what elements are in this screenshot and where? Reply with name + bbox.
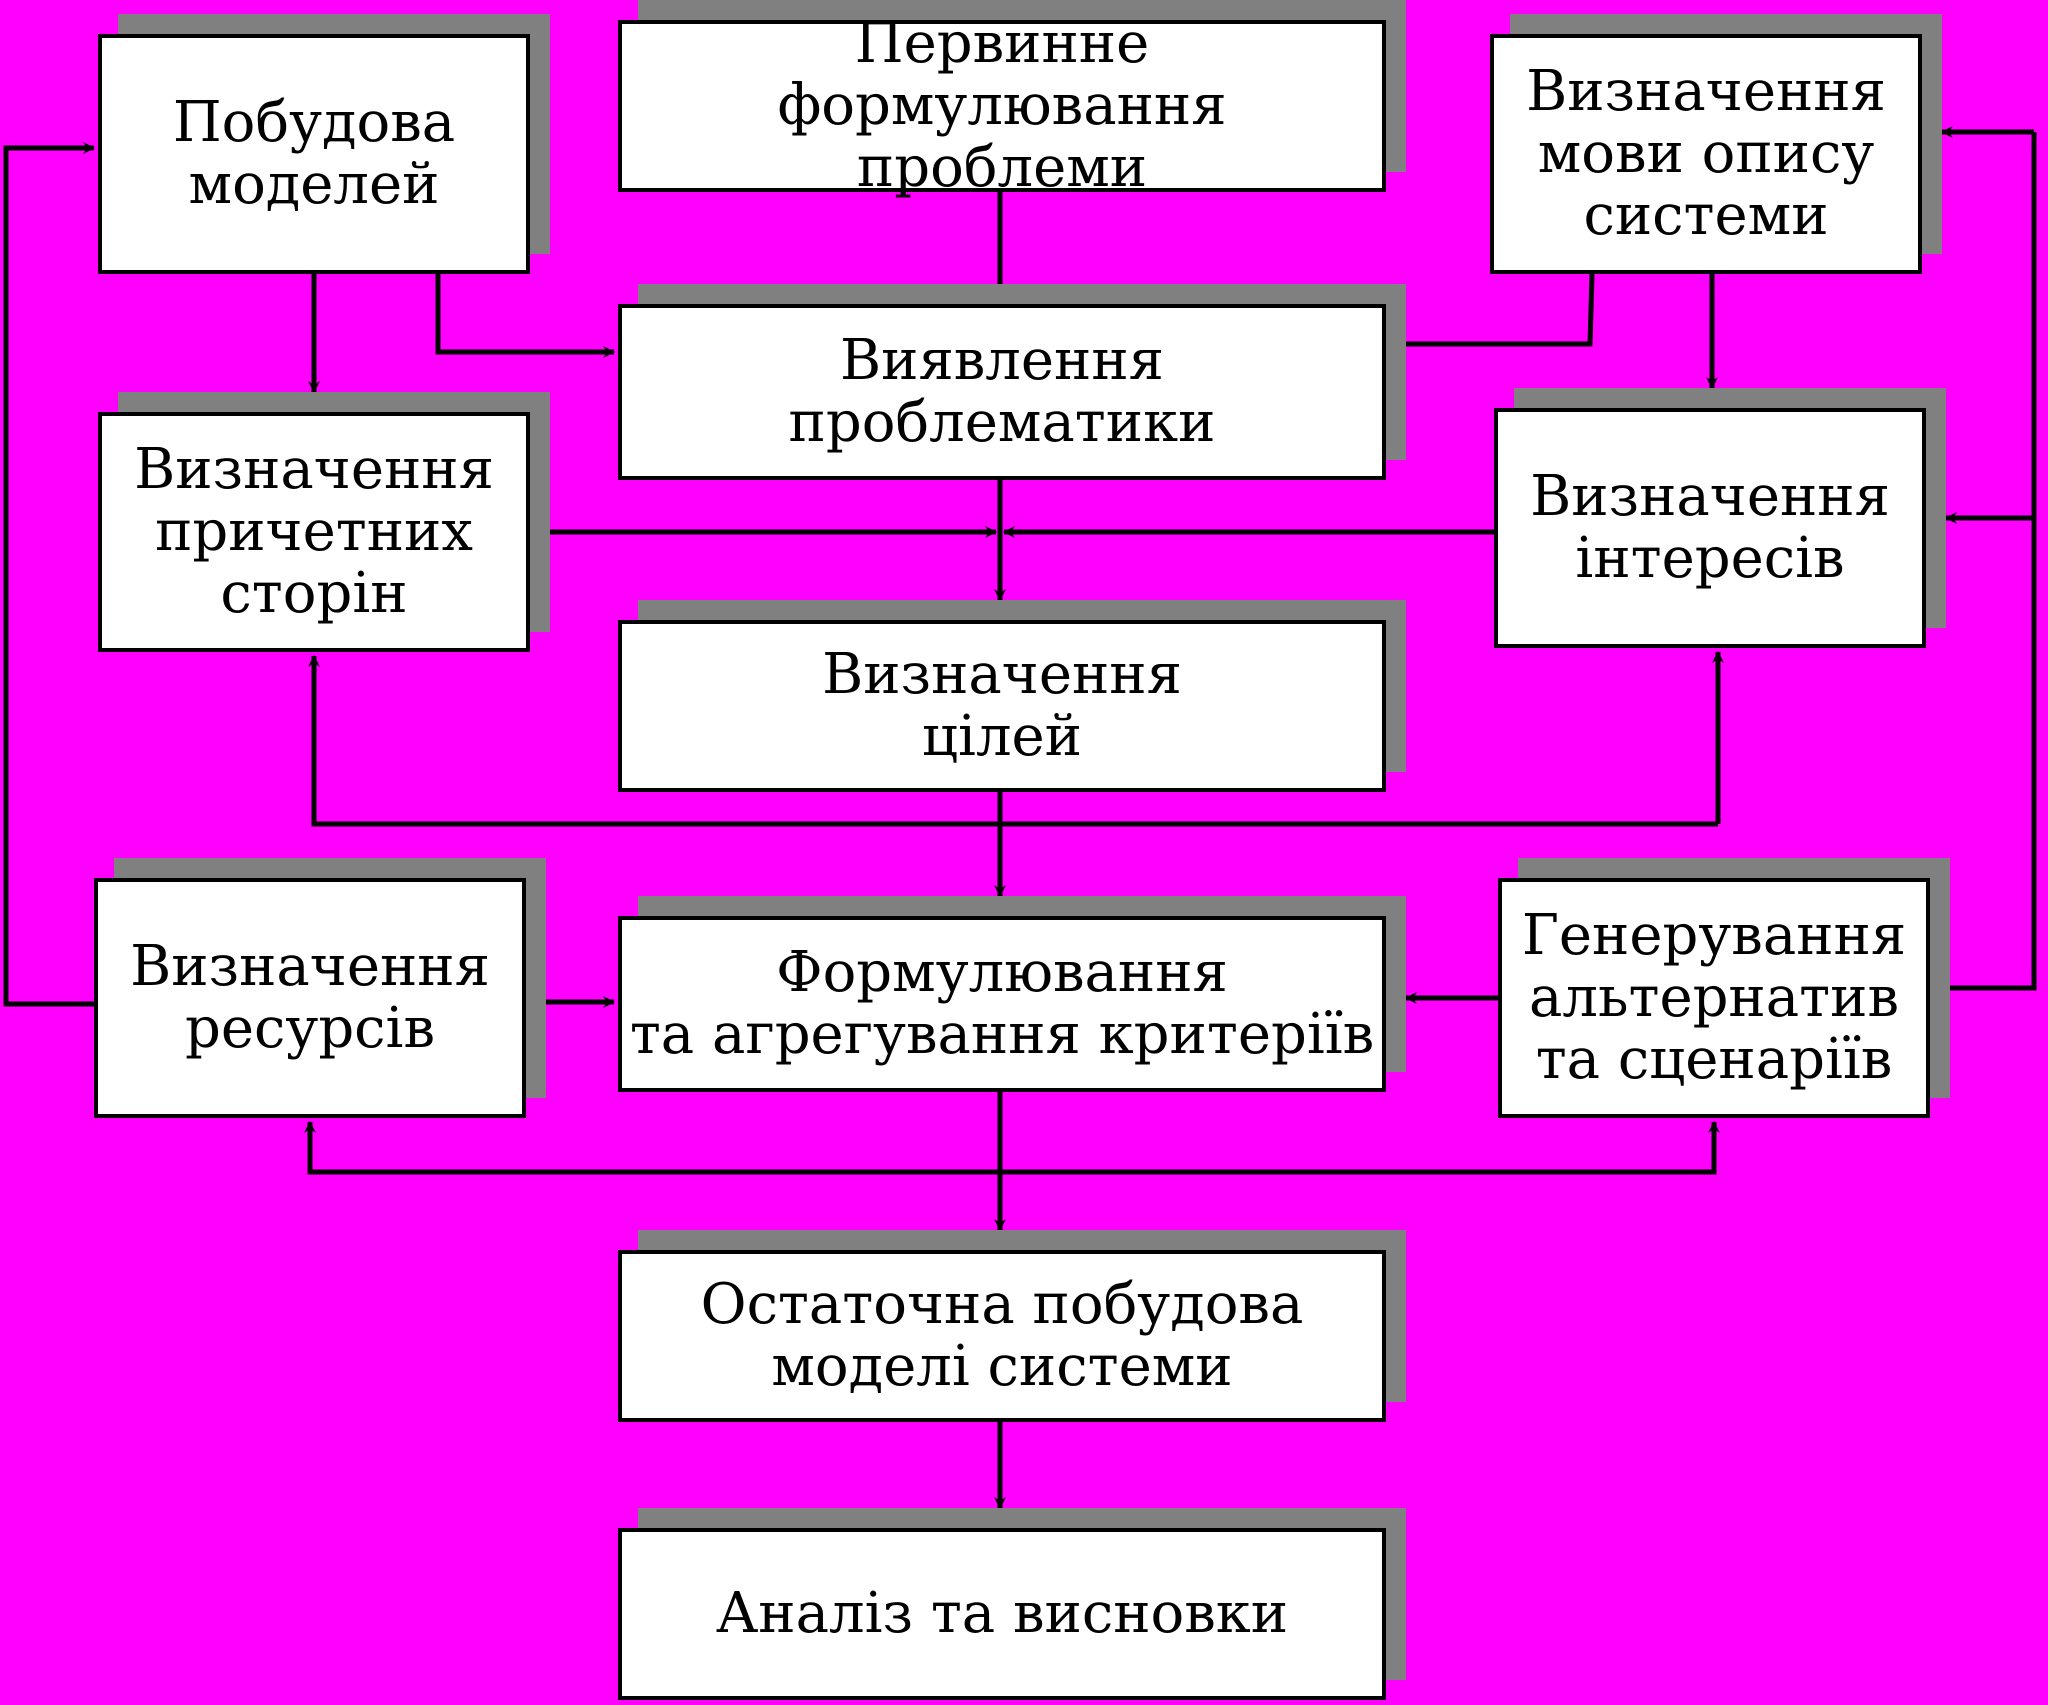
criteria-label: Формулювання та агрегування критеріїв <box>629 940 1375 1067</box>
alternatives-feedback-interests-line <box>1950 518 2037 991</box>
stakeholders-box: Визначення причетних сторін <box>98 412 530 652</box>
description-language-label: Визначення мови опису системи <box>1526 59 1886 248</box>
initial-problem-box: Первинне формулювання проблеми <box>618 13 1386 199</box>
alternatives-label: Генерування альтернатив та сценаріїв <box>1521 903 1907 1092</box>
stakeholders-label: Визначення причетних сторін <box>134 437 494 626</box>
models-building-label: Побудова моделей <box>172 90 456 217</box>
resources-label: Визначення ресурсів <box>130 934 490 1061</box>
criteria-feedback-alternatives-arrow <box>1000 1121 1720 1175</box>
resources-box: Визначення ресурсів <box>94 878 526 1118</box>
description-language-box: Визначення мови опису системи <box>1490 34 1922 274</box>
problem-identification-box: Виявлення проблематики <box>618 304 1386 480</box>
goals-box: Визначення цілей <box>618 620 1386 792</box>
analysis-label: Аналіз та висновки <box>715 1581 1289 1646</box>
analysis-box: Аналіз та висновки <box>618 1528 1386 1700</box>
criteria-feedback-resources-arrow <box>304 1121 1000 1175</box>
resources-feedback-models-arrow <box>3 142 95 1007</box>
final-model-label: Остаточна побудова моделі системи <box>700 1272 1304 1399</box>
language-to-identification-arrow <box>1389 273 1595 350</box>
final-model-box: Остаточна побудова моделі системи <box>618 1250 1386 1422</box>
alternatives-box: Генерування альтернатив та сценаріїв <box>1498 878 1930 1118</box>
models-building-box: Побудова моделей <box>98 34 530 274</box>
initial-problem-label: Первинне формулювання проблеми <box>777 11 1227 200</box>
goals-label: Визначення цілей <box>822 642 1182 769</box>
goals-feedback-stakeholders-arrow <box>308 655 1003 827</box>
problem-identification-label: Виявлення проблематики <box>788 328 1216 455</box>
criteria-box: Формулювання та агрегування критеріїв <box>618 916 1386 1092</box>
interests-box: Визначення інтересів <box>1494 408 1926 648</box>
interests-label: Визначення інтересів <box>1530 464 1890 591</box>
models-to-identification-arrow <box>435 274 615 358</box>
